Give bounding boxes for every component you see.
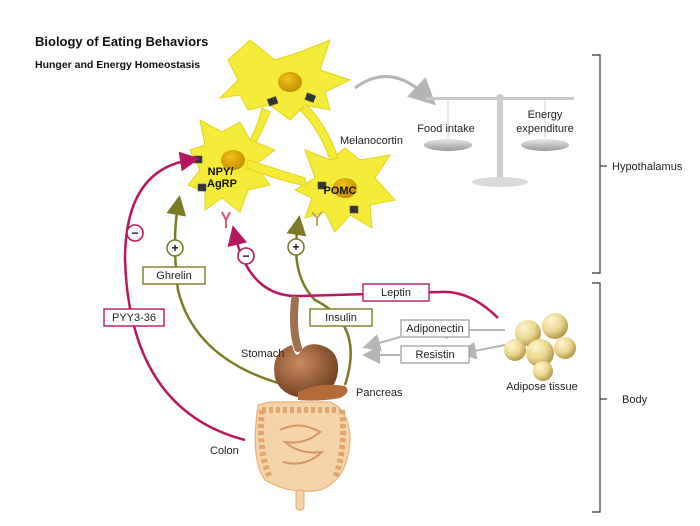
ghrelin-plus-sign <box>166 239 184 257</box>
hypothalamus-bracket <box>592 54 607 274</box>
insulin-plus-sign <box>287 238 305 256</box>
ghrelin-label: Ghrelin <box>156 270 191 282</box>
ghrelin-pathway <box>166 195 286 387</box>
pyy-box <box>103 308 165 327</box>
leptin-box <box>362 283 430 302</box>
resistin-arrow <box>458 341 506 360</box>
insulin-plus-text: + <box>292 240 299 254</box>
adipose-tissue-icon <box>504 313 576 381</box>
npy-label: NPY/ AgRP <box>207 166 237 190</box>
resistin-label: Resistin <box>415 349 454 361</box>
leptin-label: Leptin <box>381 287 411 299</box>
pyy-pathway <box>123 151 246 442</box>
adipose-label: Adipose tissue <box>506 381 578 393</box>
adiponectin-box <box>400 319 470 338</box>
colon-label: Colon <box>210 445 239 457</box>
leptin-minus-sign <box>237 247 255 265</box>
hypothalamus-label: Hypothalamus <box>612 161 683 173</box>
food-intake-label: Food intake <box>417 123 474 135</box>
npy-neuron-nucleus <box>221 150 245 170</box>
pancreas-label: Pancreas <box>356 387 403 399</box>
body-bracket <box>592 282 607 513</box>
leptin-receptor-icons <box>221 211 323 228</box>
body-label: Body <box>622 394 648 406</box>
pomc-label: POMC <box>324 185 357 197</box>
npy-label-line1: NPY/ <box>208 166 234 178</box>
page-title: Biology of Eating Behaviors <box>35 34 208 49</box>
top-neuron-nucleus <box>278 72 302 92</box>
adiponectin-out-arrow <box>362 334 401 352</box>
insulin-label: Insulin <box>325 312 357 324</box>
pomc-neuron-nucleus <box>333 178 357 198</box>
npy-label-line2: AgRP <box>207 178 237 190</box>
page-subtitle: Hunger and Energy Homeostasis <box>35 59 200 71</box>
ghrelin-box <box>142 266 206 285</box>
insulin-box <box>309 308 373 327</box>
stomach-icon <box>274 296 339 399</box>
pyy-minus-text: − <box>131 226 138 240</box>
melanocortin-label: Melanocortin <box>340 135 403 147</box>
pyy-minus-sign <box>126 224 144 242</box>
energy-expenditure-label-line1: Energy <box>528 109 563 121</box>
neuron-to-balance-arrow <box>354 75 436 106</box>
leptin-pathway <box>227 225 499 319</box>
balance-scale <box>424 94 574 187</box>
pancreas-icon <box>298 384 348 401</box>
resistin-box <box>400 345 470 364</box>
leptin-minus-text: − <box>242 249 249 263</box>
energy-expenditure-label-line2: expenditure <box>516 123 574 135</box>
ghrelin-plus-text: + <box>171 241 178 255</box>
pyy-label: PYY3-36 <box>112 312 156 324</box>
stomach-label: Stomach <box>241 348 284 360</box>
intestine-icon <box>254 401 351 511</box>
adiponectin-label: Adiponectin <box>406 323 464 335</box>
